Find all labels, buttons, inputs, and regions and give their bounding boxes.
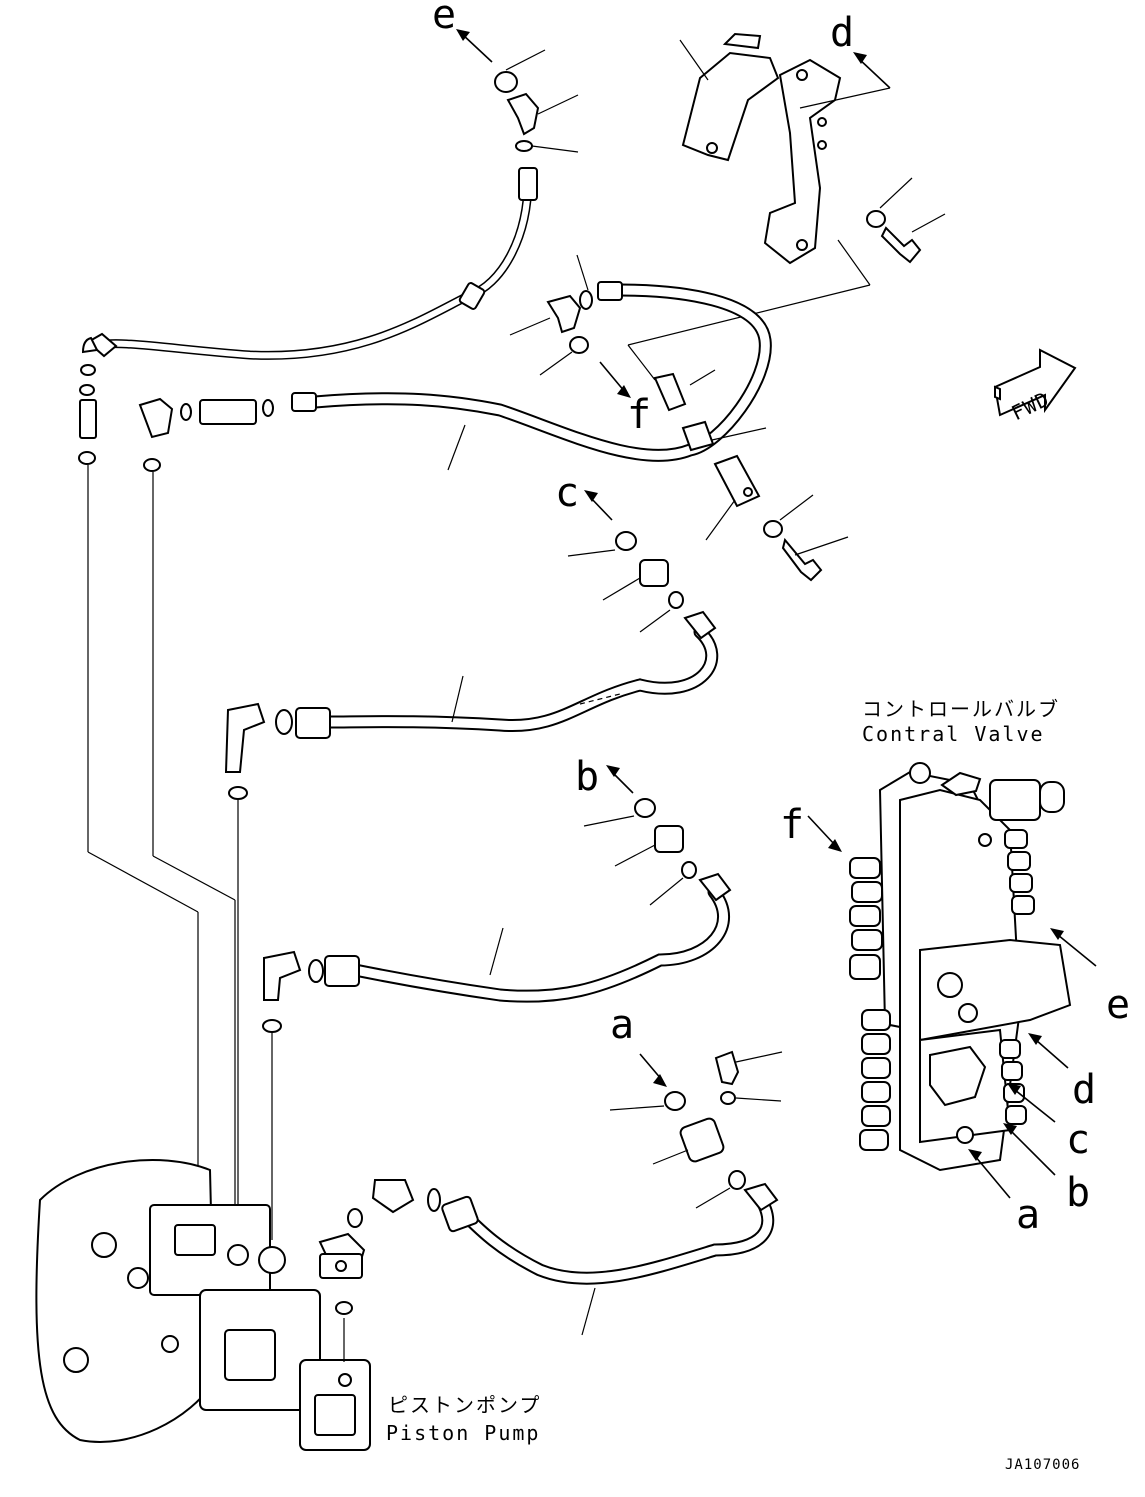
- o-ring-e-small: [515, 140, 533, 152]
- callout-d-valve: d: [1028, 1033, 1096, 1113]
- svg-text:a: a: [610, 1002, 634, 1048]
- callout-c-valve: c: [1007, 1083, 1090, 1163]
- elbow-fitting-e: [494, 49, 579, 153]
- svg-text:f: f: [780, 802, 804, 848]
- control-valve: [849, 762, 1072, 1172]
- callout-b-upper: b: [575, 754, 634, 800]
- drawing-code: JA107006: [1005, 1457, 1080, 1473]
- piston-pump: [35, 1159, 371, 1451]
- hose-a: [318, 1179, 779, 1336]
- elbow-fitting-f: [509, 254, 593, 376]
- svg-text:a: a: [1016, 1192, 1040, 1238]
- adapter-a: [609, 1050, 783, 1209]
- callout-f-valve: f: [780, 802, 842, 852]
- callout-e-top: e: [432, 0, 493, 63]
- svg-text:Contral Valve: Contral Valve: [862, 722, 1045, 746]
- thin-hose-e: [81, 167, 538, 360]
- svg-text:e: e: [432, 0, 456, 38]
- fwd-direction-arrow: FWD: [993, 348, 1077, 425]
- svg-text:f: f: [627, 392, 651, 438]
- adapter-c: [567, 531, 684, 633]
- svg-text:c: c: [555, 470, 579, 516]
- hose-c: [224, 610, 719, 800]
- svg-text:d: d: [830, 10, 854, 56]
- piston-pump-label: ピストンポンプ Piston Pump: [386, 1393, 541, 1445]
- svg-text:ピストンポンプ: ピストンポンプ: [388, 1393, 541, 1417]
- bracket-bolt: [866, 177, 946, 264]
- svg-text:コントロールバルブ: コントロールバルブ: [862, 697, 1060, 721]
- adapter-b: [583, 798, 697, 906]
- svg-text:Piston Pump: Piston Pump: [386, 1421, 540, 1445]
- callout-d-top: d: [627, 10, 891, 346]
- svg-text:e: e: [1106, 982, 1130, 1028]
- svg-text:d: d: [1072, 1067, 1096, 1113]
- o-ring-e: [494, 71, 518, 93]
- callout-b-valve: b: [1003, 1123, 1090, 1216]
- left-fitting-stack: [78, 364, 274, 472]
- svg-text:c: c: [1066, 1117, 1090, 1163]
- callout-a-upper: a: [610, 1002, 667, 1087]
- callout-f-upper: f: [599, 361, 651, 438]
- callout-a-valve: a: [968, 1149, 1040, 1238]
- svg-text:b: b: [1066, 1170, 1090, 1216]
- callout-c-upper: c: [555, 470, 613, 521]
- control-valve-label: コントロールバルブ Contral Valve: [862, 697, 1060, 746]
- hose-f-upper: [291, 281, 772, 471]
- mounting-bracket: [679, 32, 842, 265]
- hose-b: [262, 872, 732, 1033]
- svg-text:b: b: [575, 754, 599, 800]
- leader-lines: [87, 465, 273, 1240]
- callout-e-valve: e: [1050, 928, 1130, 1028]
- hose-clamps: [627, 344, 849, 582]
